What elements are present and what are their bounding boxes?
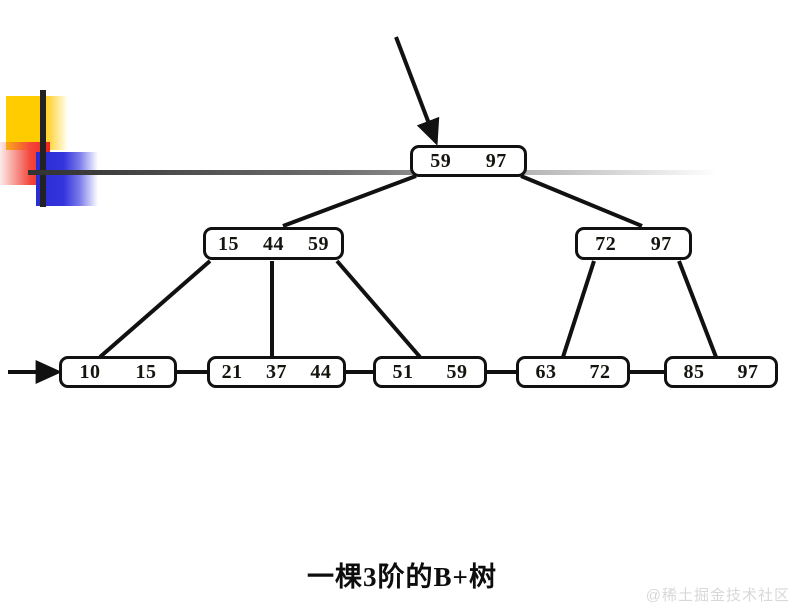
node-leaf-4-key-1: 72 bbox=[589, 361, 611, 383]
edge-internal-left-to-leaf-1 bbox=[98, 259, 212, 359]
edge-internal-left-to-leaf-3 bbox=[335, 259, 422, 359]
root-pointer-arrow bbox=[394, 36, 440, 146]
node-leaf-3-key-0: 51 bbox=[392, 361, 414, 383]
node-leaf-3-key-1: 59 bbox=[446, 361, 468, 383]
node-leaf-2-key-0: 21 bbox=[221, 361, 243, 383]
node-leaf-1-key-1: 15 bbox=[135, 361, 157, 383]
node-internal-right[interactable]: 72 97 bbox=[575, 227, 692, 260]
figure-caption: 一棵3阶的B+树 bbox=[307, 562, 497, 592]
node-leaf-2-key-1: 37 bbox=[265, 361, 287, 383]
node-root-key-0: 59 bbox=[430, 150, 452, 172]
node-leaf-3[interactable]: 51 59 bbox=[373, 356, 487, 388]
decor-yellow-square bbox=[6, 96, 68, 150]
node-leaf-2-key-2: 44 bbox=[310, 361, 332, 383]
edge-root-to-internal-left bbox=[282, 174, 417, 228]
node-root-key-1: 97 bbox=[485, 150, 507, 172]
decor-horizontal-rule bbox=[28, 170, 718, 175]
watermark-label: @稀土掘金技术社区 bbox=[645, 587, 790, 604]
node-leaf-5-key-0: 85 bbox=[683, 361, 705, 383]
node-internal-right-key-1: 97 bbox=[650, 232, 672, 255]
node-internal-right-key-0: 72 bbox=[595, 232, 617, 255]
node-internal-left-key-2: 59 bbox=[308, 232, 329, 255]
node-leaf-4[interactable]: 63 72 bbox=[516, 356, 630, 388]
node-root[interactable]: 59 97 bbox=[410, 145, 527, 177]
node-leaf-1[interactable]: 10 15 bbox=[59, 356, 177, 388]
edge-internal-right-to-leaf-4 bbox=[561, 260, 596, 358]
node-leaf-4-key-0: 63 bbox=[535, 361, 557, 383]
decor-vertical-rule bbox=[40, 90, 46, 207]
node-internal-left[interactable]: 15 44 59 bbox=[203, 227, 344, 260]
node-leaf-5-key-1: 97 bbox=[737, 361, 759, 383]
node-leaf-5[interactable]: 85 97 bbox=[664, 356, 778, 388]
decor-blue-square bbox=[36, 152, 98, 206]
node-internal-left-key-0: 15 bbox=[218, 232, 239, 255]
node-leaf-1-key-0: 10 bbox=[79, 361, 101, 383]
node-leaf-2[interactable]: 21 37 44 bbox=[207, 356, 346, 388]
node-internal-left-key-1: 44 bbox=[263, 232, 284, 255]
edge-root-to-internal-right bbox=[520, 174, 643, 228]
edge-internal-right-to-leaf-5 bbox=[677, 260, 718, 358]
